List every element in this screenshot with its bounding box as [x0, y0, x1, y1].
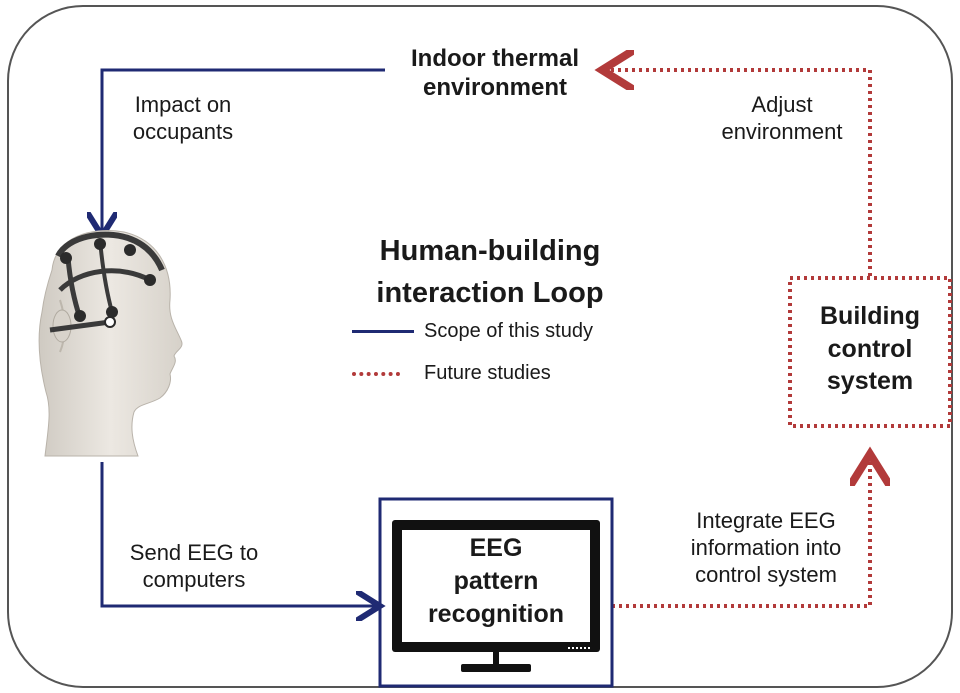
building-control-box	[788, 276, 952, 428]
node-building-control-system: Building control system	[820, 302, 920, 395]
arrow-send-eeg	[100, 462, 380, 606]
arrow-impact-on-occupants	[102, 68, 385, 236]
node-eeg-pattern-recognition: EEG pattern recognition	[427, 534, 565, 628]
edge-label-send-eeg: Send EEG to computers	[129, 540, 259, 592]
node-indoor-thermal-environment: Indoor thermal environment	[410, 45, 579, 102]
edge-label-integrate-eeg: Integrate EEG information into control s…	[690, 508, 842, 587]
legend-dotted-swatch	[352, 371, 400, 376]
legend-dotted: Future studies	[352, 362, 551, 385]
center-title: Human-building interaction Loop	[376, 235, 604, 310]
edge-label-adjust-environment: Adjust environment	[721, 92, 843, 144]
monitor-icon	[378, 497, 614, 688]
arrow-integrate-eeg	[612, 454, 870, 608]
eeg-headset-head-icon	[38, 230, 183, 457]
legend-solid-label: Scope of this study	[424, 320, 593, 342]
edge-label-impact-on-occupants: Impact on occupants	[132, 92, 234, 144]
arrow-adjust-environment	[602, 70, 872, 276]
legend-solid: Scope of this study	[352, 320, 593, 343]
legend-dotted-label: Future studies	[424, 362, 551, 384]
legend-solid-swatch	[352, 330, 414, 333]
